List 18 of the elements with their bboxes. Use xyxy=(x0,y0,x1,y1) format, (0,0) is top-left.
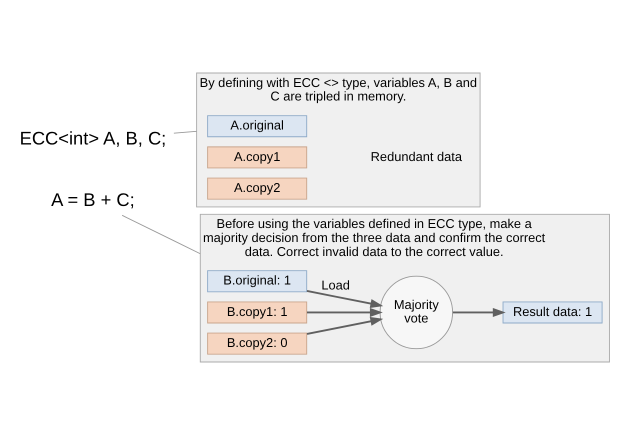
node-box: A.copy1 xyxy=(207,146,308,168)
arrow xyxy=(306,316,384,334)
edge-label: Load xyxy=(321,277,350,292)
node-box: Result data: 1 xyxy=(502,300,603,323)
node-box: B.copy1: 1 xyxy=(207,300,308,323)
connector xyxy=(122,214,201,254)
connector xyxy=(173,130,198,134)
arrow xyxy=(307,307,383,316)
node-box: A.original xyxy=(207,114,308,137)
node-text: A = B + C; xyxy=(51,188,135,210)
arrow xyxy=(452,307,506,316)
node-text: ECC<int> A, B, C; xyxy=(20,127,166,148)
arrow xyxy=(306,290,384,308)
node-box: B.original: 1 xyxy=(207,270,308,292)
node-circle: Majority vote xyxy=(380,275,454,349)
node-box: B.copy2: 0 xyxy=(207,332,308,354)
node-box: A.copy2 xyxy=(207,177,308,200)
label: Redundant data xyxy=(370,148,462,164)
